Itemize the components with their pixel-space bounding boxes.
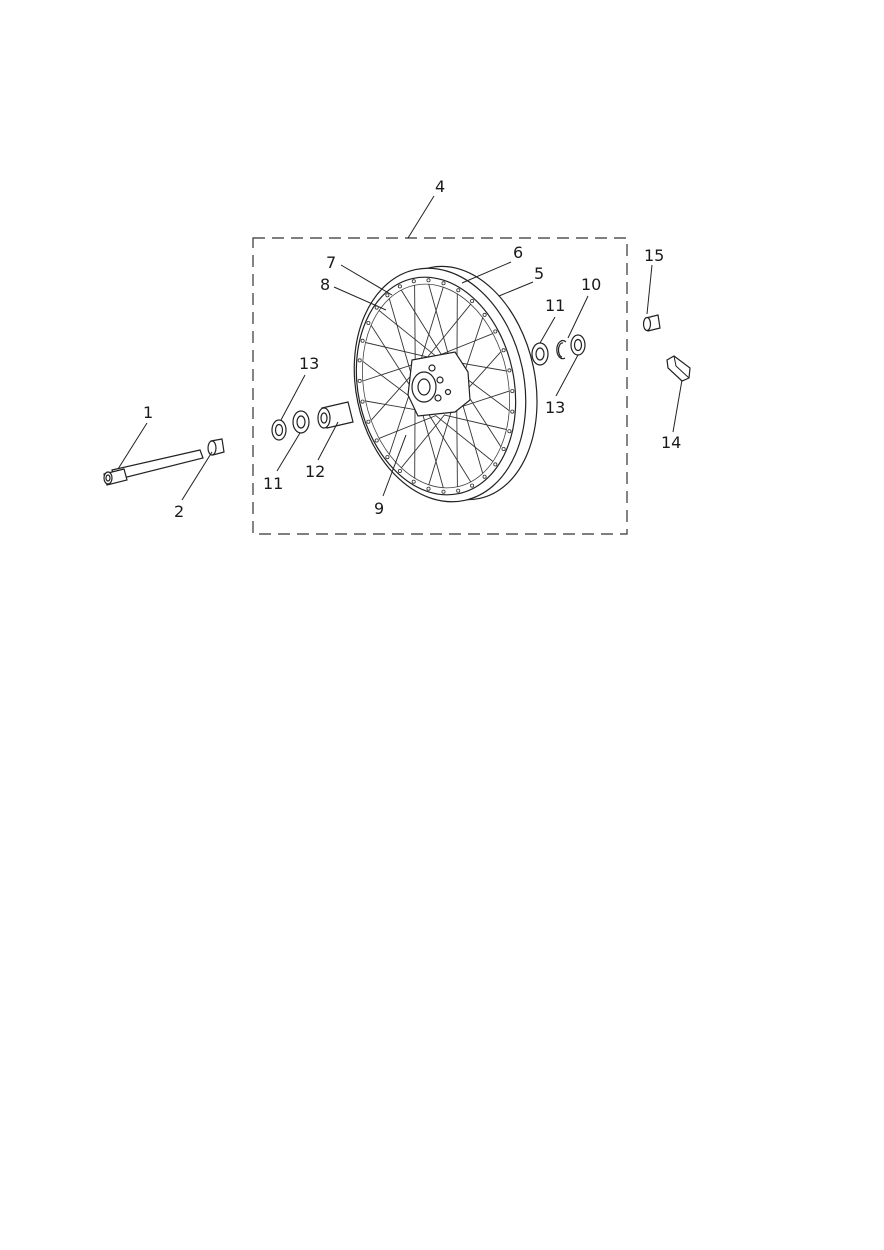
spoke-nipple <box>456 288 461 293</box>
spoke <box>400 414 446 469</box>
clip-part[interactable] <box>666 355 691 382</box>
spoke <box>414 285 416 372</box>
spoke-nipple <box>482 312 487 317</box>
spoke-nipple <box>470 483 475 488</box>
bush-part[interactable] <box>642 314 661 332</box>
spoke <box>426 411 472 483</box>
bearing-left-part[interactable] <box>292 410 310 434</box>
spoke-nipple <box>482 474 487 479</box>
spoke-nipple <box>366 320 371 325</box>
spoke-nipple <box>366 419 371 424</box>
callout-1: 1 <box>143 403 153 422</box>
spoke-nipple <box>397 468 402 473</box>
spoke-nipple <box>374 438 379 443</box>
callout-12: 12 <box>305 462 325 481</box>
spoke-nipple <box>426 486 431 491</box>
callout-7: 7 <box>326 253 336 272</box>
spacer-part[interactable] <box>207 438 225 456</box>
spoke-nipple <box>493 329 498 334</box>
spoke <box>426 303 472 358</box>
spoke-nipple <box>360 338 365 343</box>
spoke <box>388 298 415 383</box>
seal-left-part[interactable] <box>271 419 287 441</box>
spoke <box>435 333 494 357</box>
spoke-nipple <box>411 279 416 284</box>
spoke-nipple <box>441 281 446 286</box>
spoke-nipple <box>357 378 362 383</box>
spoke-nipple <box>385 293 390 298</box>
spoke <box>400 289 446 361</box>
spoke <box>370 325 416 395</box>
callout-4: 4 <box>435 177 445 196</box>
spoke-nipples <box>357 278 515 494</box>
leader-lines <box>117 195 683 501</box>
callout-2: 2 <box>174 502 184 521</box>
callout-5: 5 <box>534 264 544 283</box>
spoke-nipple <box>397 284 402 289</box>
spoke <box>378 415 437 439</box>
spoke <box>456 400 458 487</box>
spoke-nipple <box>470 298 475 303</box>
callout-labels: 1 2 4 5 6 7 8 9 10 11 11 12 13 13 14 15 <box>143 177 681 521</box>
seal-right-part[interactable] <box>570 334 586 356</box>
spoke-nipple <box>510 409 515 414</box>
spoke-nipple <box>507 429 512 434</box>
callout-11-right: 11 <box>545 296 565 315</box>
circlip-part[interactable] <box>556 340 567 360</box>
axle-part[interactable] <box>103 449 204 486</box>
spoke <box>419 287 444 363</box>
spoke-nipple <box>360 399 365 404</box>
spacer-tube-part[interactable] <box>317 401 354 429</box>
spoke-nipple <box>411 479 416 484</box>
callout-15: 15 <box>644 246 664 265</box>
spoke-nipple <box>357 358 362 363</box>
spoke <box>428 409 453 485</box>
callout-9: 9 <box>374 499 384 518</box>
spoke-nipple <box>510 389 515 394</box>
spoke <box>419 403 444 488</box>
spoke-nipple <box>493 462 498 467</box>
spoke <box>435 414 494 462</box>
callout-13-right: 13 <box>545 398 565 417</box>
callout-11-left: 11 <box>263 474 283 493</box>
bearing-right-part[interactable] <box>531 342 549 366</box>
assembly-boundary <box>252 237 628 535</box>
spoke-nipple <box>441 489 446 494</box>
spoke <box>370 370 416 421</box>
callout-14: 14 <box>661 433 681 452</box>
callout-6: 6 <box>513 243 523 262</box>
callout-13-left: 13 <box>299 354 319 373</box>
spoke <box>378 310 437 358</box>
spoke-nipple <box>385 455 390 460</box>
spoke-nipple <box>456 488 461 493</box>
spoke-nipple <box>426 278 431 283</box>
spoke-nipple <box>501 446 506 451</box>
callout-8: 8 <box>320 275 330 294</box>
spoke-nipple <box>501 348 506 353</box>
wheel-part[interactable] <box>333 251 557 518</box>
spoke-nipple <box>507 368 512 373</box>
callout-10: 10 <box>581 275 601 294</box>
spoke <box>443 414 507 430</box>
spoke <box>365 342 429 358</box>
